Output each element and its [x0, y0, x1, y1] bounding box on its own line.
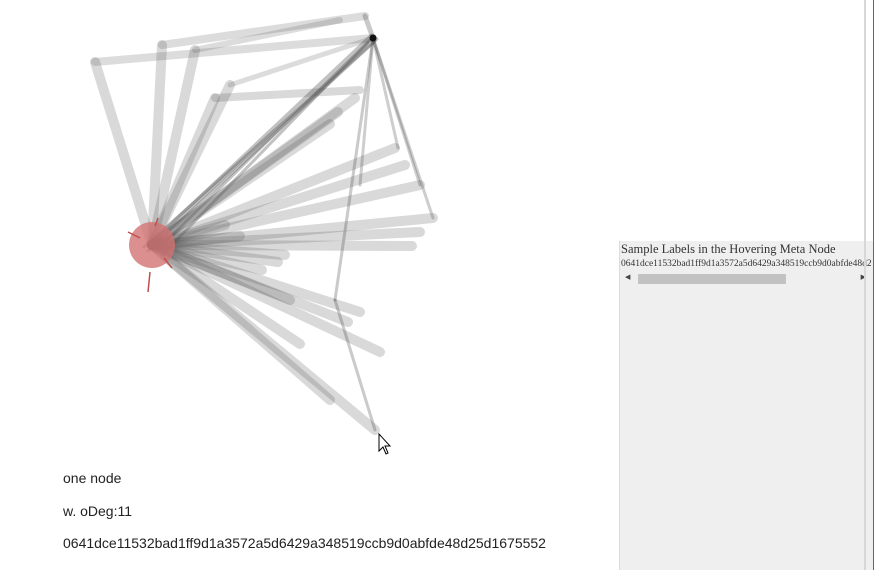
graph-edge — [158, 12, 369, 49]
graph-edge — [156, 38, 372, 251]
scrollbar-thumb[interactable] — [638, 274, 786, 284]
graph-edge — [147, 240, 365, 317]
graph-node[interactable] — [369, 34, 377, 42]
node-spike — [154, 217, 159, 227]
scroll-right-arrow-icon[interactable]: ▶ — [861, 273, 866, 283]
node-spike — [147, 271, 151, 293]
graph-edge — [358, 36, 375, 187]
hovered-meta-node[interactable] — [129, 222, 175, 268]
node-spike — [163, 257, 173, 269]
graph-edge — [142, 37, 379, 249]
graph-edge — [147, 240, 353, 327]
panel-label-value: 0641dce11532bad1ff9d1a3572a5d6429a348519… — [621, 259, 871, 269]
graph-edge — [90, 57, 157, 250]
graph-edge — [147, 180, 425, 250]
graph-edge — [333, 298, 377, 432]
window-divider — [864, 0, 866, 570]
window-border — [873, 0, 874, 570]
graph-edge — [150, 36, 375, 247]
horizontal-scrollbar[interactable]: ◀ ▶ — [621, 272, 872, 286]
graph-edge — [147, 240, 295, 305]
graph-edge — [227, 35, 376, 88]
graph-edge — [146, 39, 377, 253]
node-hash-text: 0641dce11532bad1ff9d1a3572a5d6429a348519… — [63, 535, 546, 551]
graph-edge — [147, 160, 410, 250]
graph-edge — [333, 36, 375, 302]
graph-canvas[interactable] — [0, 0, 610, 460]
graph-edge — [371, 36, 435, 220]
graph-edge — [147, 240, 417, 251]
graph-edge — [160, 41, 370, 257]
graph-edge — [91, 34, 377, 66]
graph-edge — [147, 119, 335, 250]
mouse-pointer-icon — [378, 432, 392, 455]
graph-edge — [371, 36, 400, 150]
graph-edge — [147, 213, 438, 250]
scroll-left-arrow-icon[interactable]: ◀ — [625, 274, 631, 281]
node-spike — [127, 231, 141, 239]
out-degree-text: w. oDeg:11 — [63, 503, 133, 519]
graph-edge — [147, 143, 400, 250]
node-label-text: one node — [63, 470, 122, 486]
graph-edge — [153, 33, 373, 241]
graph-edge — [371, 36, 422, 187]
graph-edge — [147, 80, 235, 250]
graph-edge — [147, 240, 305, 349]
sample-labels-panel: Sample Labels in the Hovering Meta Node … — [619, 241, 874, 570]
graph-edge — [147, 45, 200, 250]
graph-edge — [147, 107, 343, 250]
graph-edge — [362, 13, 376, 41]
graph-edge — [147, 93, 220, 250]
graph-edge — [147, 227, 425, 250]
panel-title: Sample Labels in the Hovering Meta Node — [621, 242, 836, 256]
graph-edge — [147, 240, 385, 357]
graph-edge — [147, 40, 167, 250]
graph-edge — [211, 86, 364, 102]
graph-edge — [147, 240, 380, 435]
graph-edge — [192, 17, 343, 53]
graph-edge — [147, 240, 335, 405]
graph-edge — [147, 93, 360, 250]
